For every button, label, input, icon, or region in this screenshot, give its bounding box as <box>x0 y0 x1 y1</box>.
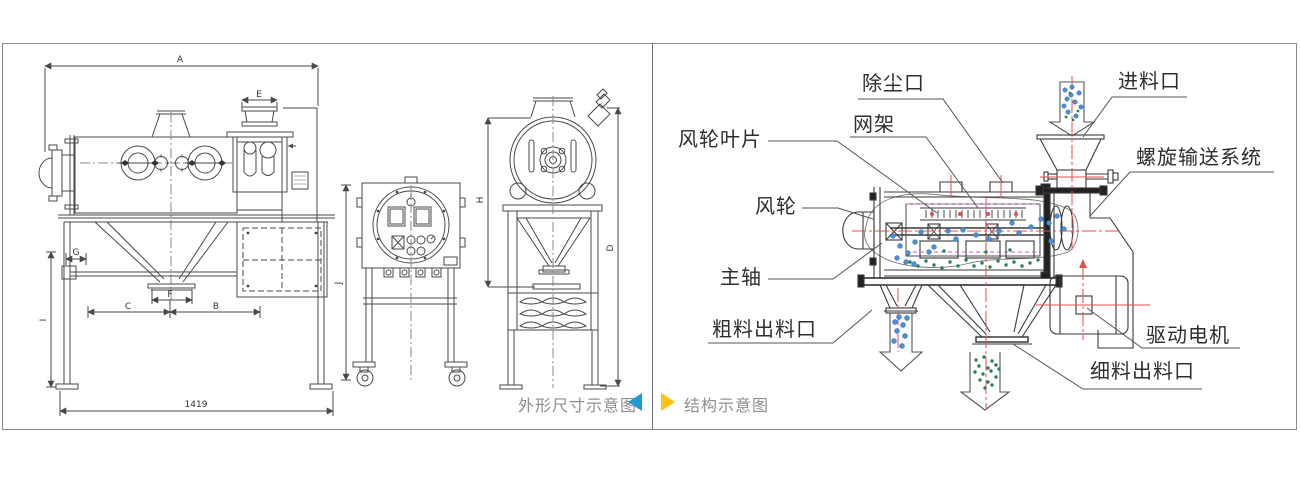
dim-g: G <box>73 248 80 258</box>
particles-green <box>908 91 1080 390</box>
dim-a: A <box>177 55 184 65</box>
label-feed-inlet: 进料口 <box>1118 69 1181 93</box>
label-dust-port: 除尘口 <box>862 71 925 95</box>
dim-b: B <box>213 302 219 312</box>
dim-j: J <box>334 282 344 286</box>
dim-h: H <box>476 197 486 204</box>
yellow-right-triangle-icon <box>661 393 675 411</box>
panel-divider <box>652 43 653 429</box>
label-impeller: 风轮 <box>755 194 797 218</box>
label-impeller-blade: 风轮叶片 <box>678 127 762 151</box>
label-fine-outlet: 细料出料口 <box>1090 359 1195 383</box>
label-drive-motor: 驱动电机 <box>1146 323 1230 347</box>
front-view <box>38 62 335 416</box>
side-view <box>484 88 622 390</box>
control-panel-view <box>341 176 468 387</box>
dimension-labels: A E G F C B I J H D 1419 <box>39 55 616 410</box>
particles-blue <box>890 84 1084 349</box>
dim-f: F <box>167 290 172 300</box>
left-panel-caption: 外形尺寸示意图 <box>518 396 638 415</box>
dim-e: E <box>256 90 262 100</box>
label-screen-frame: 网架 <box>853 112 895 136</box>
label-screw-conveyor: 螺旋输送系统 <box>1136 145 1262 169</box>
label-main-shaft: 主轴 <box>720 265 762 289</box>
dim-i: I <box>39 319 49 322</box>
right-panel-caption: 结构示意图 <box>684 396 770 415</box>
dim-total-width: 1419 <box>185 400 208 410</box>
dim-d: D <box>606 244 616 251</box>
dim-c: C <box>125 302 131 312</box>
leader-lines <box>708 96 1274 390</box>
label-coarse-outlet: 粗料出料口 <box>712 317 817 341</box>
blue-left-triangle-icon <box>628 393 642 411</box>
centerlines-red <box>852 76 1150 408</box>
